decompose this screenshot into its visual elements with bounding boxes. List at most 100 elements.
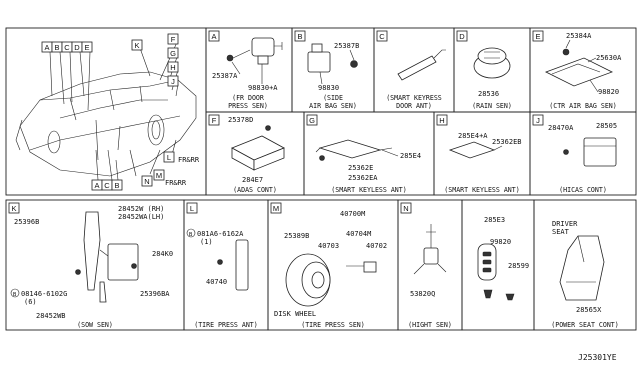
vehicle-tag-b-lower: B: [114, 181, 119, 190]
vehicle-tag-e-box: [81, 41, 93, 53]
vehicle-illustration: [15, 39, 197, 181]
bolt-symbol-l: [186, 228, 196, 238]
vehicle-tag-f: F: [171, 35, 176, 44]
part-25389b: 25389B: [284, 232, 309, 240]
panel-e-tag: E: [535, 32, 540, 41]
bolt-symbol-k: [10, 288, 20, 298]
part-25362ea: 25362EA: [348, 174, 378, 182]
part-28505: 28505: [596, 122, 617, 130]
panel-j-tag: J: [536, 116, 540, 125]
panel-e-tag-box: [532, 30, 544, 42]
panel-b-tag-box: [294, 30, 306, 42]
vehicle-tag-g: G: [170, 49, 176, 58]
disk-wheel-label: DISK WHEEL: [274, 310, 316, 318]
panel-j-caption: (HICAS CONT): [559, 186, 607, 194]
part-08146-6102g: 08146-6102G: [21, 290, 67, 298]
panel-h-tag: H: [439, 116, 444, 125]
panel-a-tag-box: [208, 30, 220, 42]
vehicle-tag-f-box: [167, 33, 179, 45]
fr-door-press-sensor-icon: [226, 37, 283, 65]
panel-h-caption: (SMART KEYLESS ANT): [444, 186, 519, 194]
vehicle-note-2: FR&RR: [165, 179, 187, 187]
panel-l-caption: (TIRE PRESS ANT): [194, 321, 258, 329]
panel-g-tag-box: [306, 114, 318, 126]
vehicle-tag-m: M: [156, 171, 162, 180]
panel-n-caption: (HIGHT SEN): [408, 321, 452, 329]
panel-n-tag: N: [403, 204, 408, 213]
smart-keyless-door-antenna-icon: [397, 49, 446, 81]
vehicle-tag-n-box: [141, 175, 153, 187]
vehicle-tag-c-lower: C: [104, 181, 110, 190]
smart-keyless-antenna-h-icon: [448, 141, 503, 159]
panel-m-tag: M: [273, 204, 279, 213]
vehicle-tag-g-box: [167, 47, 179, 59]
panel-g-caption: (SMART KEYLESS ANT): [331, 186, 406, 194]
bolt-symbol-k-letter: B: [13, 292, 17, 298]
part-28452wa-lh: 28452WA(LH): [118, 213, 164, 221]
part-25362e: 25362E: [348, 164, 373, 172]
part-98820: 98820: [598, 88, 619, 96]
panel-f-tag: F: [212, 116, 217, 125]
vehicle-tag-a: A: [44, 43, 49, 52]
part-k-qty: (6): [24, 298, 37, 306]
panel-a-caption-2: PRESS SEN): [228, 102, 268, 110]
adas-control-unit-icon: [231, 125, 285, 171]
vehicle-tag-b-lower-box: [111, 179, 123, 191]
panel-f-tag-box: [208, 114, 220, 126]
vehicle-tag-b: B: [54, 43, 59, 52]
vehicle-tag-e: E: [84, 43, 89, 52]
vehicle-note-1: FR&RR: [178, 156, 200, 164]
part-284k0: 284K0: [152, 250, 173, 258]
panel-k-tag: K: [11, 204, 16, 213]
panel-j-tag-box: [532, 114, 544, 126]
hicas-control-unit-icon: [563, 137, 617, 167]
panel-b-caption-2: AIR BAG SEN): [309, 102, 357, 110]
center-airbag-sensor-icon: [544, 48, 614, 87]
part-25387b: 25387B: [334, 42, 359, 50]
part-081a6-6162a: 081A6-6162A: [197, 230, 244, 238]
part-98830: 98830: [318, 84, 339, 92]
panel-b-tag: B: [297, 32, 302, 41]
vehicle-tag-h-box: [167, 61, 179, 73]
vehicle-tag-j-box: [167, 75, 179, 87]
panel-h-tag-box: [436, 114, 448, 126]
part-28452wb: 28452WB: [36, 312, 66, 320]
rain-sensor-icon: [473, 47, 511, 79]
tire-press-sensor-icon: [346, 261, 377, 273]
panel-n: [397, 199, 463, 331]
part-53820q: 53820Q: [410, 290, 435, 298]
tire-press-antenna-icon: [217, 239, 249, 291]
disk-wheel-icon: [285, 253, 331, 307]
vehicle-tag-l-box: [163, 151, 175, 163]
part-284e7: 284E7: [242, 176, 263, 184]
driver-seat-label-1: DRIVER: [552, 220, 578, 228]
part-99820: 99820: [490, 238, 511, 246]
part-28565x: 28565X: [576, 306, 602, 314]
sow-sensor-bracket-icon: [75, 211, 139, 303]
panel-e-caption: (CTR AIR BAG SEN): [549, 102, 617, 110]
height-sensor-icon: [413, 224, 447, 275]
panel-c-caption-1: (SMART KEYRESS: [386, 94, 442, 102]
vehicle-tag-m-box: [153, 169, 165, 181]
panel-a-caption-1: (FR DOOR: [232, 94, 264, 102]
part-40703: 40703: [318, 242, 339, 250]
part-40740: 40740: [206, 278, 227, 286]
part-285e3: 285E3: [484, 216, 505, 224]
part-25396b: 25396B: [14, 218, 39, 226]
panel-l-tag: L: [190, 204, 194, 213]
panel-d-tag-box: [456, 30, 468, 42]
panel-c-caption-2: DOOR ANT): [396, 102, 432, 110]
part-28536: 28536: [478, 90, 499, 98]
part-28452w-rh: 28452W (RH): [118, 205, 164, 213]
side-airbag-sensor-icon: [307, 43, 358, 73]
panel-l: [183, 199, 269, 331]
driver-seat-label-2: SEAT: [552, 228, 570, 236]
panel-k-caption: (SOW SEN): [77, 321, 113, 329]
vehicle-tag-n: N: [144, 177, 149, 186]
panel-b-caption-1: (SIDE: [323, 94, 343, 102]
panel-q-caption: (POWER SEAT CONT): [551, 321, 619, 329]
part-25378d: 25378D: [228, 116, 253, 124]
panel-q: [533, 199, 637, 331]
part-25387a: 25387A: [212, 72, 238, 80]
smart-keyless-antenna-g-icon: [315, 139, 393, 161]
